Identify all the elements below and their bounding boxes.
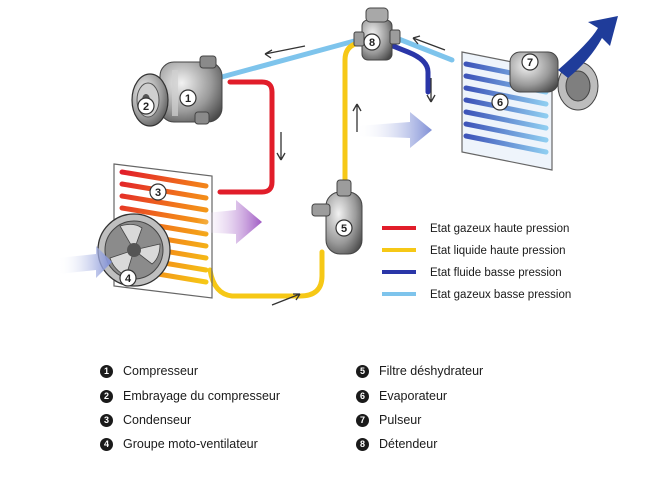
pipe-high-pressure-gas [217,79,275,195]
legend-entry: Etat liquide haute pression [382,245,566,257]
compressor [131,55,223,127]
key-label: Compresseur [123,364,199,378]
key-number: 4 [100,437,113,451]
svg-text:Etat gazeux haute pression: Etat gazeux haute pression [430,223,569,235]
key-item: 1 Compresseur [100,363,198,379]
key-item: 5 Filtre déshydrateur [356,363,483,379]
arrow-icon [426,78,436,103]
fan-motor-group [97,213,171,287]
key-label: Condenseur [123,413,192,427]
key-item: 2 Embrayage du compresseur [100,388,280,404]
key-number: 6 [356,389,369,403]
svg-text:5: 5 [341,223,347,235]
legend-entry: Etat fluide basse pression [382,267,562,279]
marker-1: 1 [179,89,197,107]
marker-8: 8 [363,33,381,51]
svg-text:Etat liquide haute pression: Etat liquide haute pression [430,245,566,257]
pipe-evaporator-low-fluid [380,39,431,95]
pipe-liquid-condenser-out [207,249,325,299]
arrow-icon [276,132,286,161]
key-item: 6 Evaporateur [356,388,447,404]
svg-text:7: 7 [527,57,533,69]
key-label: Evaporateur [379,389,448,403]
key-label: Pulseur [379,413,422,427]
pressure-legend: Etat gazeux haute pression Etat liquide … [382,223,571,301]
key-number: 8 [356,437,369,451]
refrigerant-pipes [207,31,455,299]
key-label: Détendeur [379,437,438,451]
svg-text:6: 6 [497,97,503,109]
key-label: Embrayage du compresseur [123,389,281,403]
key-item: 7 Pulseur [356,412,421,428]
key-label: Filtre déshydrateur [379,364,484,378]
marker-3: 3 [149,183,167,201]
marker-6: 6 [491,93,509,111]
svg-text:2: 2 [143,101,149,113]
legend-entry: Etat gazeux haute pression [382,223,569,235]
arrow-icon [264,45,306,59]
marker-4: 4 [119,269,137,287]
expansion-valve [353,7,401,61]
svg-text:8: 8 [369,37,375,49]
key-number: 3 [100,413,113,427]
svg-text:Etat gazeux basse pression: Etat gazeux basse pression [430,289,571,301]
pipe-low-pressure-gas-top [215,37,361,81]
component-markers: 1 2 3 4 5 6 7 8 [119,33,539,287]
air-flow-arrows [58,16,618,278]
flow-arrows [264,35,446,306]
key-item: 3 Condenseur [100,412,191,428]
pipe-liquid-filter-to-valve [342,41,358,185]
key-number: 5 [356,364,369,378]
marker-5: 5 [335,219,353,237]
key-label: Groupe moto-ventilateur [123,437,258,451]
key-item: 4 Groupe moto-ventilateur [100,436,258,452]
key-number: 2 [100,389,113,403]
arrow-icon [271,293,301,306]
key-number: 7 [356,413,369,427]
legend-entry: Etat gazeux basse pression [382,289,571,301]
cabin-air-in-arrow-icon [356,112,432,148]
key-number: 1 [100,364,113,378]
conditioned-air-out-arrow-icon [558,16,618,78]
arrow-icon [412,35,446,51]
svg-text:4: 4 [125,273,132,285]
cool-air-in-arrow-icon [58,246,112,278]
filter-drier [311,179,363,255]
hot-air-out-arrow-icon [196,200,262,244]
key-item: 8 Détendeur [356,436,437,452]
svg-text:1: 1 [185,93,191,105]
marker-7: 7 [521,53,539,71]
marker-2: 2 [137,97,155,115]
svg-text:3: 3 [155,187,161,199]
svg-text:Etat fluide basse pression: Etat fluide basse pression [430,267,562,279]
